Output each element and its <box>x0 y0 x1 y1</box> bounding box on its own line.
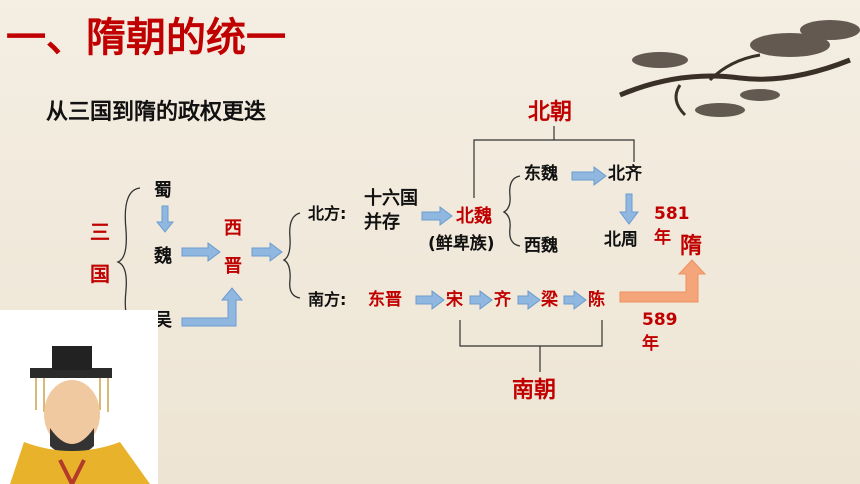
emperor-illustration <box>10 346 150 484</box>
kingdom-wei: 魏 <box>154 246 172 267</box>
sixteen-kingdoms-1: 十六国 <box>364 188 418 209</box>
northern-wei: 北魏 <box>456 206 492 227</box>
west-wei: 西魏 <box>524 236 558 256</box>
southern-chain-qi: 齐 <box>494 290 511 310</box>
northern-dynasties-label: 北朝 <box>528 100 573 125</box>
page-title: 一、隋朝的统一 <box>6 15 286 61</box>
south-label: 南方: <box>308 290 347 309</box>
north-label: 北方: <box>308 204 347 223</box>
western-jin-1: 西 <box>224 218 242 239</box>
western-jin-2: 晋 <box>224 256 242 277</box>
emperor-portrait <box>0 310 158 484</box>
year-589-unit: 年 <box>642 334 659 354</box>
subtitle: 从三国到隋的政权更迭 <box>46 100 267 125</box>
southern-dynasties-label: 南朝 <box>512 378 557 403</box>
southern-chain-song: 宋 <box>446 290 463 310</box>
southern-chain-liang: 梁 <box>541 290 558 310</box>
east-wei: 东魏 <box>524 164 558 184</box>
southern-chain-eastern-jin: 东晋 <box>368 290 402 310</box>
year-581-unit: 年 <box>654 228 671 248</box>
three-kingdoms-label-1: 三 <box>90 220 110 244</box>
southern-chain-chen: 陈 <box>588 290 605 310</box>
northern-wei-note: (鲜卑族) <box>428 234 495 254</box>
year-581: 581 <box>654 204 690 224</box>
sixteen-kingdoms-2: 并存 <box>364 212 400 233</box>
northern-zhou: 北周 <box>604 230 638 250</box>
three-kingdoms-label-2: 国 <box>90 262 110 286</box>
sui-dynasty: 隋 <box>680 234 703 259</box>
northern-qi: 北齐 <box>608 164 642 184</box>
kingdom-shu: 蜀 <box>154 180 172 201</box>
kingdom-wu: 吴 <box>154 310 172 331</box>
pine-ink-painting <box>619 20 860 117</box>
year-589: 589 <box>642 310 678 330</box>
